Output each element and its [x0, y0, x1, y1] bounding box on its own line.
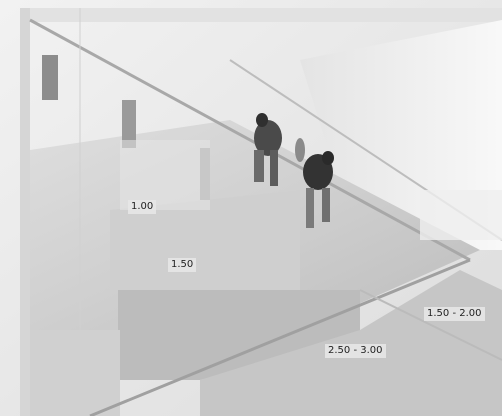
column — [122, 100, 136, 148]
shallow-step — [110, 190, 300, 290]
deep-region — [118, 290, 360, 380]
depth-label-2: 1.50 — [168, 258, 197, 272]
figures — [254, 113, 334, 228]
depth-label-3: 1.50 - 2.00 — [424, 307, 485, 321]
tile-block — [420, 190, 502, 240]
tile-block — [120, 140, 210, 210]
left-frame — [20, 8, 30, 416]
edge-line — [359, 289, 502, 361]
depth-label-1: 1.00 — [128, 200, 157, 214]
top-frame — [20, 8, 502, 22]
deep-end — [200, 270, 502, 416]
bottom-left — [30, 330, 120, 416]
depth-label-4: 2.50 - 3.00 — [325, 344, 386, 358]
column — [42, 55, 58, 100]
edge-line — [89, 258, 471, 416]
edge-line — [29, 18, 471, 262]
